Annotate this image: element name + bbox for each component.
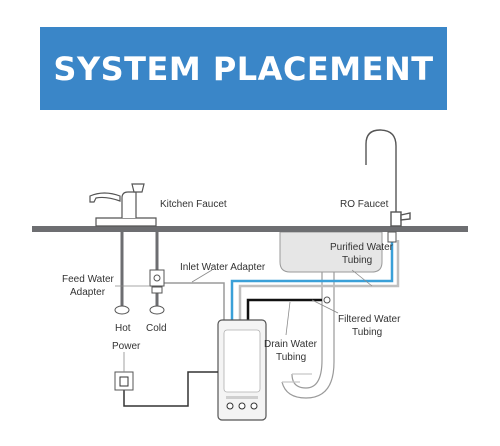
- purified-water-tubing: [230, 240, 394, 323]
- purified-water-label-line1: Purified Water: [330, 242, 394, 253]
- feed-water-adapter-icon: [149, 269, 165, 294]
- drain-water-label-line1: Drain Water: [264, 339, 318, 350]
- banner-title: SYSTEM PLACEMENT: [53, 49, 434, 88]
- power-cable: [123, 371, 218, 407]
- ro-filter-unit: [217, 319, 267, 421]
- unit-control-button-2: [238, 402, 246, 410]
- feed-water-line: [164, 282, 225, 323]
- drain-water-label-line2: Tubing: [276, 352, 306, 363]
- power-label: Power: [112, 341, 141, 352]
- filtered-water-label-line1: Filtered Water: [338, 314, 401, 325]
- feed-water-adapter-label-line2: Adapter: [70, 287, 106, 298]
- ro-faucet-label: RO Faucet: [340, 199, 389, 210]
- cold-valve: [149, 305, 165, 315]
- drain-water-tubing: [246, 298, 322, 323]
- ro-faucet-icon: [365, 129, 411, 243]
- title-banner: SYSTEM PLACEMENT: [40, 27, 447, 110]
- sink-drain-pipe: [281, 272, 335, 399]
- leader-lines: [115, 269, 373, 372]
- unit-control-button-1: [226, 402, 234, 410]
- power-outlet-icon: [114, 371, 134, 391]
- filtered-water-label-line2: Tubing: [352, 327, 382, 338]
- kitchen-faucet-icon: [89, 183, 157, 227]
- hot-valve: [114, 305, 130, 315]
- unit-control-button-3: [250, 402, 258, 410]
- countertop: [32, 226, 468, 232]
- hot-label: Hot: [115, 323, 131, 334]
- purified-water-label-line2: Tubing: [342, 255, 372, 266]
- feed-water-adapter-label-line1: Feed Water: [62, 274, 115, 285]
- kitchen-faucet-label: Kitchen Faucet: [160, 199, 227, 210]
- inlet-water-adapter-label: Inlet Water Adapter: [180, 262, 266, 273]
- cold-label: Cold: [146, 323, 167, 334]
- drain-saddle: [323, 296, 331, 304]
- sink-basin: [279, 231, 383, 273]
- filtered-water-tubing: [238, 240, 400, 323]
